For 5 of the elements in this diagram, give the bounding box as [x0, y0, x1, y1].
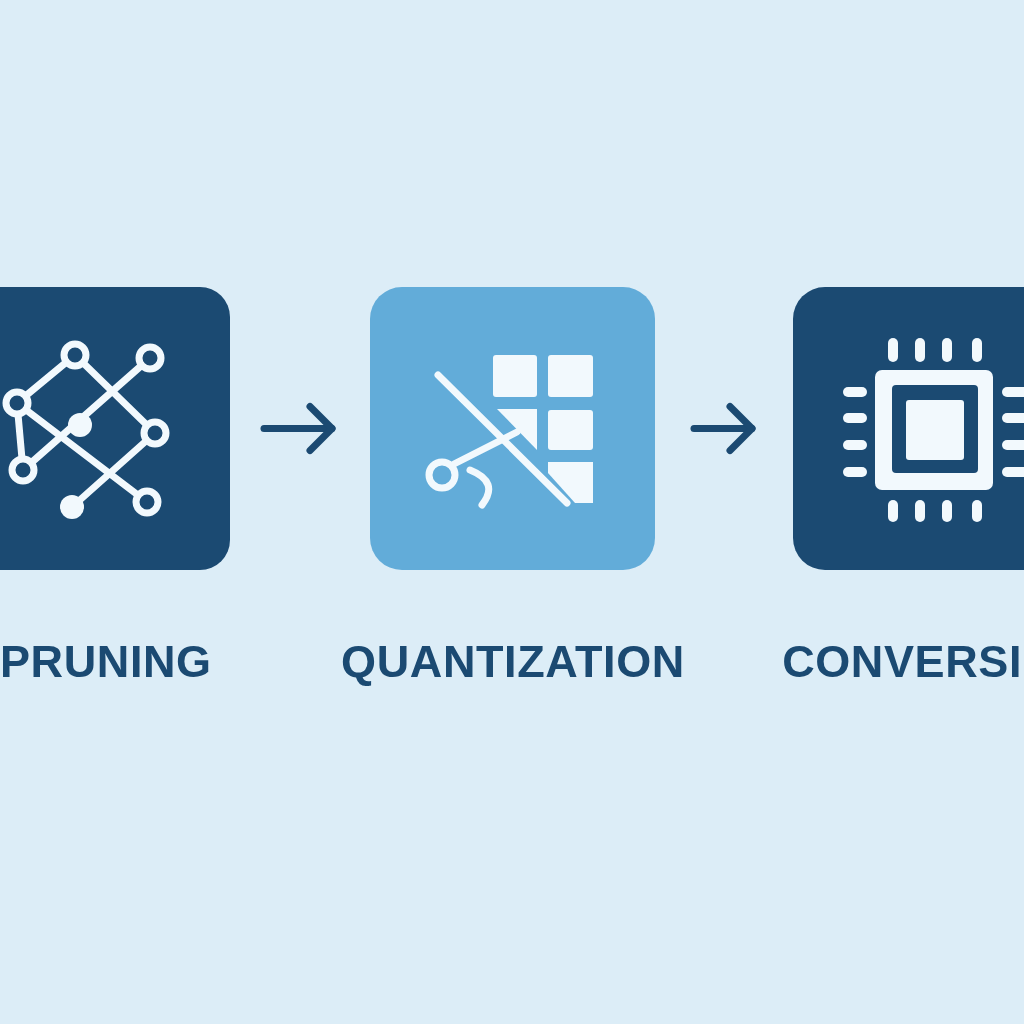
step-label: PRUNING: [0, 639, 212, 684]
arrow: [690, 403, 756, 454]
step-label: QUANTIZATION: [340, 639, 686, 684]
arrow: [260, 403, 336, 454]
step-label: CONVERSI: [782, 639, 1022, 684]
